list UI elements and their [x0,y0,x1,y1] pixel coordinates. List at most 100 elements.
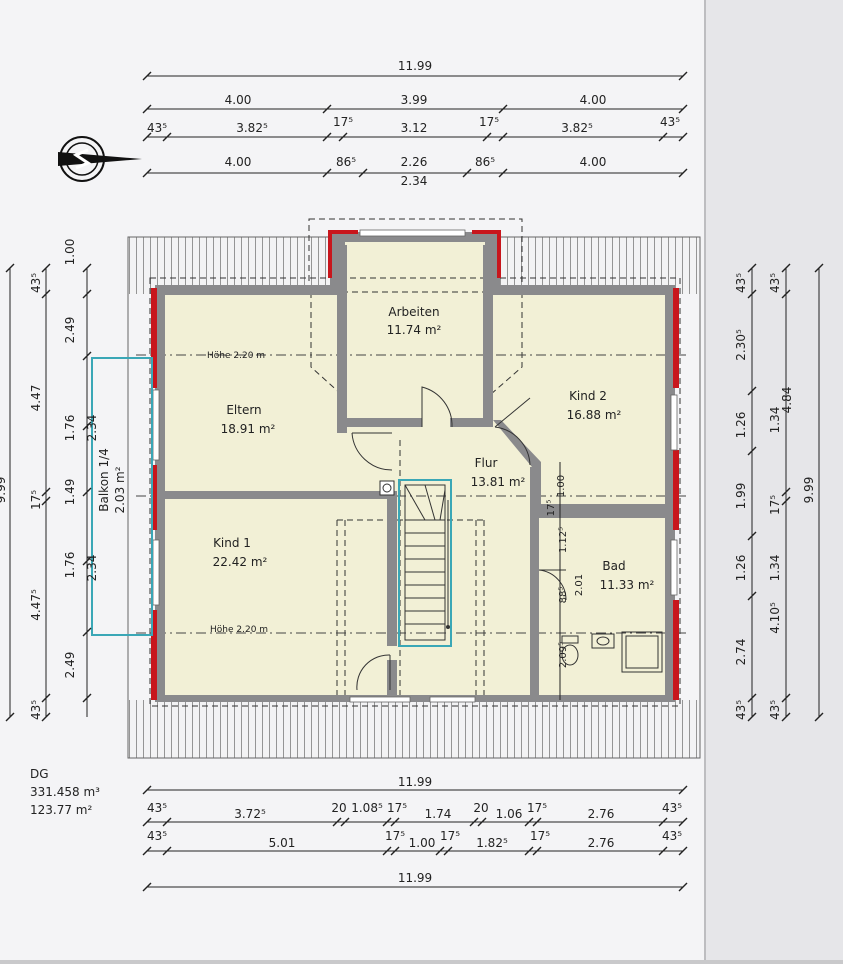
room-bad-area: 11.33 m² [600,578,655,592]
windows [152,229,678,703]
bath-fixtures [379,480,663,673]
room-arbeiten-name: Arbeiten [388,305,439,319]
dim-left-mid-c: 17⁵ [29,490,43,510]
dim-bot-r2-i: 17⁵ [527,801,547,815]
dash-dot-lines [136,354,690,634]
dim-right-mid-a: 43⁵ [768,273,782,293]
dim-top-r3-b: 3.82⁵ [236,121,268,135]
dim-right-outer: 9.99 [802,477,816,504]
dim-int-d: 2.01 [574,574,585,596]
dim-int-a: 1.00 [556,475,567,497]
dim-bot-r2-b: 3.72⁵ [234,807,266,821]
dim-right-in-e: 1.26 [734,555,748,582]
dim-right-in-g: 43⁵ [734,700,748,720]
dim-bot-r2-e: 17⁵ [387,801,407,815]
dim-bot-r2-k: 43⁵ [662,801,682,815]
dim-left-in-d: 1.49 [63,479,77,506]
dim-top-r3-g: 43⁵ [660,115,680,129]
dim-top-r4-d: 86⁵ [475,155,495,169]
dim-top-r2-a: 4.00 [225,93,252,107]
dim-bot-r3-d: 1.00 [409,836,436,850]
dim-bot-r3-a: 43⁵ [147,829,167,843]
dim-bot-r2-j: 2.76 [588,807,615,821]
dim-right-in-b: 2.30⁵ [734,329,748,361]
dim-right-mid-d: 1.34 [768,555,782,582]
room-flur-name: Flur [475,456,498,470]
balcony-outline [91,357,153,636]
red-wall-markers [151,230,679,700]
dim-top-r3-d: 3.12 [401,121,428,135]
room-eltern-name: Eltern [226,403,261,417]
dim-int-b: 1.12⁵ [558,527,569,553]
balcony-area: 2.03 m² [113,466,127,513]
door-swings [351,386,567,691]
dim-left-in-e: 1.76 [63,552,77,579]
dimension-lines [9,75,820,888]
dim-right-in-f: 2.74 [734,639,748,666]
summary-floor: DG [30,767,49,781]
left-dimensions: 9.99 43⁵ 4.47 17⁵ 4.47⁵ 43⁵ 1.00 2.49 1.… [0,239,99,720]
dim-bot-r2-c: 20 [331,801,346,815]
dim-left-in-a: 1.00 [63,239,77,266]
dim-top-r3-e: 17⁵ [479,115,499,129]
dim-top-r3-c: 17⁵ [333,115,353,129]
staircase [398,479,452,647]
walls [155,232,675,702]
room-kind1-area: 22.42 m² [213,555,268,569]
dim-right-mid-c: 17⁵ [768,495,782,515]
dim-top-r3-a: 43⁵ [147,121,167,135]
room-labels: Arbeiten 11.74 m² Kind 2 16.88 m² Eltern… [97,305,655,592]
dim-bot-r3-i: 43⁵ [662,829,682,843]
ceiling-note-top: Höhe 2.20 m [207,351,265,361]
right-dimensions: 43⁵ 2.30⁵ 1.26 1.99 1.26 2.74 43⁵ 43⁵ 1.… [734,273,816,720]
dim-top-r4-c: 2.26 [401,155,428,169]
top-dimensions: 11.99 4.00 3.99 4.00 43⁵ 3.82⁵ 17⁵ 3.12 … [147,59,680,188]
dim-left-in-c: 1.76 [63,415,77,442]
dim-left-in-b: 2.49 [63,317,77,344]
dim-int-e: 88⁵ [558,587,569,604]
dim-left-mid-e: 43⁵ [29,700,43,720]
dim-left-mid-a: 43⁵ [29,273,43,293]
dim-top-r4-a: 4.00 [225,155,252,169]
dim-top-r4-e: 4.00 [580,155,607,169]
dim-top-r4-b: 86⁵ [336,155,356,169]
dim-right-in-a: 43⁵ [734,273,748,293]
room-kind2-name: Kind 2 [569,389,607,403]
dim-left-in-f: 2.49 [63,652,77,679]
dim-bot-r3-c: 17⁵ [385,829,405,843]
ceiling-notes: Höhe 2.20 m Höhe 2.20 m [207,351,268,635]
dimension-ticks [5,71,824,892]
dim-bot-total: 11.99 [398,775,432,789]
dim-top-r4-sub: 2.34 [401,174,428,188]
dim-int-f: 2.09⁵ [558,642,569,668]
dim-right-mid-f: 43⁵ [768,700,782,720]
dim-bot-r2-h: 1.06 [496,807,523,821]
floor-summary: DG 331.458 m³ 123.77 m² [30,767,100,817]
dim-top-r2-c: 4.00 [580,93,607,107]
balcony-name: Balkon 1/4 [97,448,111,512]
dim-right-mid2: 4.84 [780,387,794,414]
dim-balcony-a: 2.34 [85,415,99,442]
interior-dimensions: 1.00 1.12⁵ 17⁵ 2.01 88⁵ 2.09⁵ [546,475,585,668]
dim-top-total: 11.99 [398,59,432,73]
bottom-dimensions: 11.99 43⁵ 3.72⁵ 20 1.08⁵ 17⁵ 1.74 20 1.0… [147,775,682,885]
dim-bot-r2-d: 1.08⁵ [351,801,383,815]
room-bad-name: Bad [602,559,625,573]
north-arrow-icon [58,136,142,182]
dim-bot-r3-f: 1.82⁵ [476,836,508,850]
dim-bot-r2-g: 20 [473,801,488,815]
room-eltern-area: 18.91 m² [221,422,276,436]
room-arbeiten-area: 11.74 m² [387,323,442,337]
dim-bot-r3-e: 17⁵ [440,829,460,843]
summary-area: 123.77 m² [30,803,92,817]
dim-bot-r3-h: 2.76 [588,836,615,850]
dim-right-mid-b: 1.34 [768,407,782,434]
room-kind1-name: Kind 1 [213,536,251,550]
room-flur-area: 13.81 m² [471,475,526,489]
dim-right-in-c: 1.26 [734,412,748,439]
dim-bot-r2-a: 43⁵ [147,801,167,815]
room-kind2-area: 16.88 m² [567,408,622,422]
dim-top-r3-f: 3.82⁵ [561,121,593,135]
